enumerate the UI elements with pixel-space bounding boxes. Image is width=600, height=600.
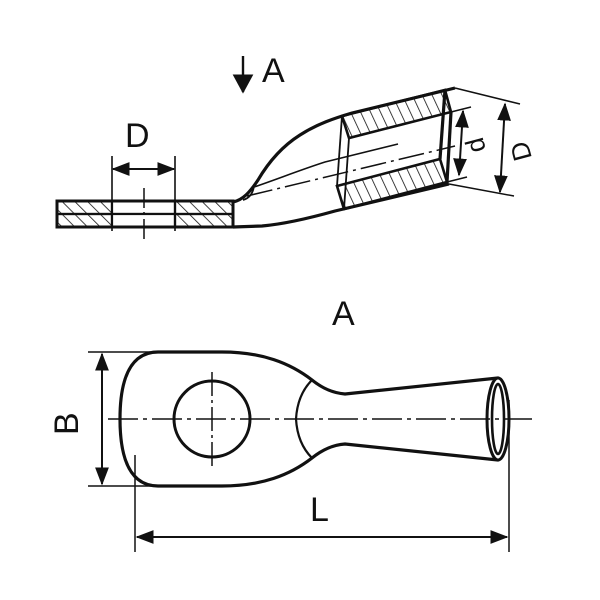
palm-hatch-lower-left	[55, 212, 114, 229]
dim-d-outer-label: D	[504, 138, 538, 164]
dim-d-outer-ext-top	[454, 87, 521, 105]
barrel-cut-left-edge	[336, 115, 343, 187]
dim-d-bore-ext-top	[450, 106, 472, 113]
barrel-body-outline	[232, 86, 456, 229]
dim-d-bore-arrow-line	[453, 109, 469, 177]
palm-outline	[55, 199, 235, 229]
bore-upper-line	[253, 143, 399, 188]
dimension-d-bore: d	[446, 106, 492, 183]
dimension-l: L	[134, 400, 510, 552]
barrel-lower-profile	[232, 182, 450, 229]
view-direction-arrow-group: A	[232, 52, 285, 94]
dimension-d-plate: D	[111, 117, 176, 231]
palm-hatch-lower-right	[173, 212, 235, 229]
dim-d-bore-ext-bottom	[446, 176, 468, 183]
barrel-wall-hatch-upper	[340, 88, 453, 140]
neck-curve-upper	[294, 379, 313, 420]
view-a: A B	[48, 295, 532, 552]
barrel-end-face-outer	[438, 89, 447, 160]
dim-l-label: L	[310, 491, 329, 529]
view-a-title: A	[332, 295, 355, 333]
barrel-bore-left-edge	[343, 137, 350, 210]
dim-d-outer-arrow-line	[494, 102, 511, 194]
flat-palm-section	[55, 199, 235, 229]
palm-hatch-upper-left	[55, 199, 114, 216]
barrel-upper-profile	[232, 86, 456, 204]
dim-d-outer-ext-bottom	[448, 183, 515, 197]
dimension-b: B	[48, 351, 158, 487]
barrel-centerline	[246, 145, 456, 197]
dim-d-bore-label: d	[459, 134, 492, 156]
sectional-view: A	[55, 52, 538, 240]
barrel-cut-section	[335, 88, 453, 211]
dim-b-label: B	[48, 412, 86, 435]
dim-d-plate-label: D	[125, 117, 150, 155]
view-arrow-label: A	[262, 52, 285, 90]
barrel-wall-hatch-lower	[335, 157, 449, 211]
palm-hatch-upper-right	[173, 199, 235, 216]
neck-curve-lower	[294, 418, 313, 459]
